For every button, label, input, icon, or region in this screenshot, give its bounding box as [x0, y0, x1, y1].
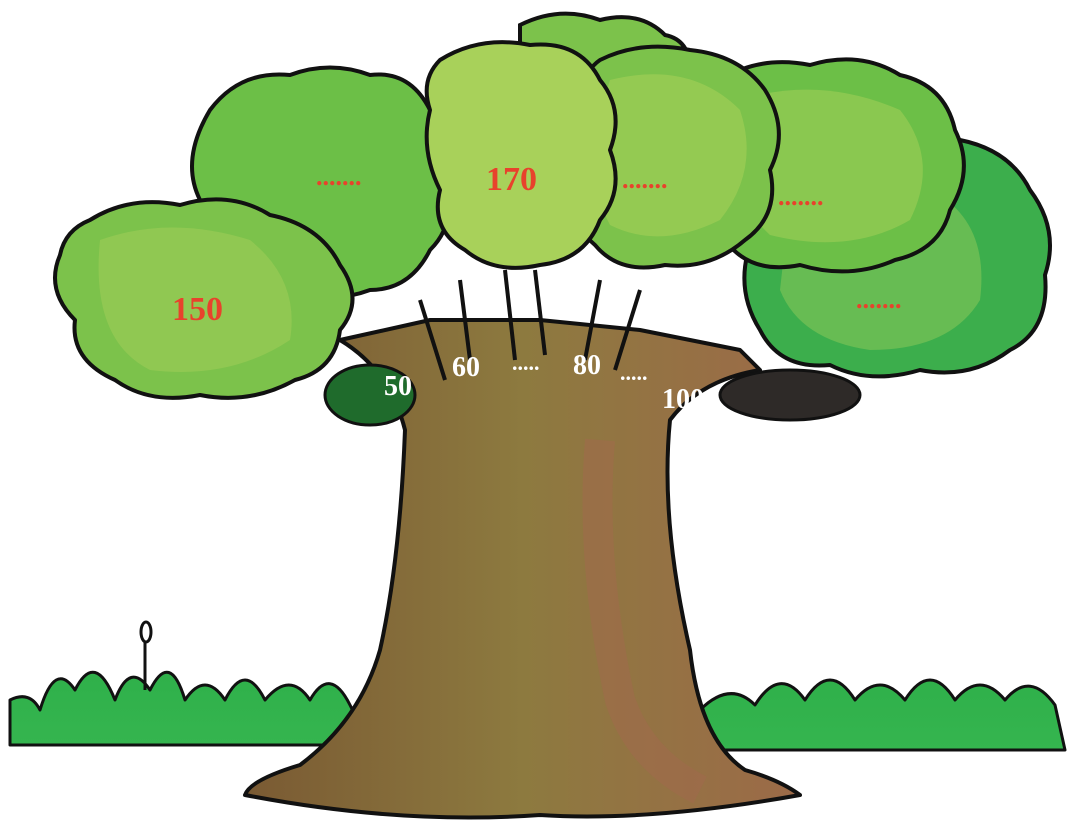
branch-label-3: .....	[512, 350, 540, 375]
leaf-cluster-left	[53, 197, 355, 400]
leaf-cluster-center-right	[566, 44, 781, 270]
branch-label-4: 80	[573, 350, 601, 381]
leaf-label-left: 150	[172, 291, 223, 328]
grass-right	[698, 678, 1067, 752]
leaf-label-center-right: .......	[622, 165, 668, 194]
leaf-label-right: .......	[778, 182, 824, 211]
grass-left	[8, 620, 372, 747]
branch-label-2: 60	[452, 352, 480, 383]
tree-trunk	[243, 269, 802, 820]
foliage-shadow	[323, 363, 862, 427]
leaf-label-upper-left: .......	[316, 162, 362, 191]
leaf-label-far-right: .......	[856, 285, 902, 314]
branch-label-1: 50	[384, 371, 412, 402]
branch-label-5: .....	[620, 360, 648, 385]
branch-label-6: 100	[662, 384, 704, 415]
leaf-label-top-center: 170	[486, 161, 537, 198]
leaf-cluster-top-center	[424, 40, 618, 270]
